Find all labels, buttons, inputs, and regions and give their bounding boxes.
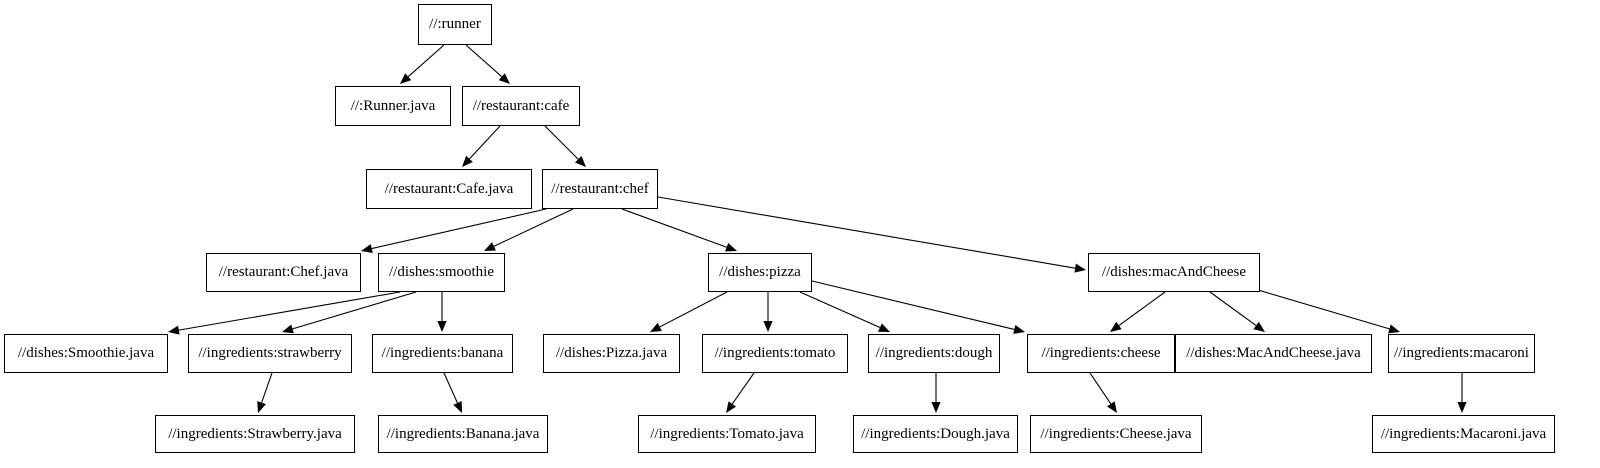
- graph-edge-arrowhead: [931, 402, 941, 413]
- graph-edge: [731, 372, 755, 405]
- graph-edge-arrowhead: [1074, 263, 1086, 273]
- graph-node-runner[interactable]: //:runner: [418, 4, 492, 45]
- graph-node-label: //dishes:Smoothie.java: [17, 345, 155, 361]
- graph-edge: [292, 291, 417, 330]
- graph-node-label: //ingredients:tomato: [714, 345, 836, 361]
- graph-node-label: //dishes:Pizza.java: [555, 345, 668, 361]
- graph-edge: [799, 291, 881, 329]
- graph-node-label: //ingredients:Strawberry.java: [168, 425, 342, 442]
- graph-edge: [261, 372, 273, 403]
- graph-node-banana_java[interactable]: //ingredients:Banana.java: [378, 415, 548, 453]
- graph-edge: [1089, 372, 1112, 405]
- graph-edge: [465, 44, 503, 78]
- graph-edge: [407, 44, 445, 78]
- graph-edge-arrowhead: [361, 244, 373, 254]
- graph-edge-arrowhead: [437, 321, 447, 332]
- graph-node-cheese_java[interactable]: //ingredients:Cheese.java: [1030, 415, 1202, 453]
- graph-node-label: //restaurant:cafe: [472, 97, 570, 114]
- graph-node-macaroni_java[interactable]: //ingredients:Macaroni.java: [1372, 415, 1555, 453]
- graph-edge-arrowhead: [1110, 321, 1122, 332]
- graph-edge-arrowhead: [726, 401, 737, 413]
- graph-edge: [657, 196, 1076, 269]
- graph-edge-arrowhead: [257, 401, 266, 413]
- graph-edge-arrowhead: [725, 242, 737, 252]
- graph-node-strawberry_java[interactable]: //ingredients:Strawberry.java: [155, 415, 355, 453]
- graph-node-chef_java[interactable]: //restaurant:Chef.java: [206, 253, 361, 292]
- graph-edge: [443, 372, 458, 404]
- graph-node-smoothie_java[interactable]: //dishes:Smoothie.java: [4, 334, 168, 373]
- graph-node-label: //ingredients:Banana.java: [386, 425, 540, 442]
- graph-node-label: //ingredients:macaroni: [1394, 345, 1529, 361]
- graph-edge-arrowhead: [1457, 402, 1467, 413]
- graph-node-label: //:runner: [429, 16, 481, 32]
- graph-node-label: //dishes:macAndCheese: [1101, 264, 1247, 280]
- graph-node-tomato_java[interactable]: //ingredients:Tomato.java: [638, 415, 816, 453]
- graph-edge: [469, 125, 501, 160]
- graph-edge-arrowhead: [878, 323, 890, 332]
- graph-edge-arrowhead: [650, 322, 662, 332]
- graph-node-label: //dishes:MacAndCheese.java: [1186, 345, 1361, 361]
- graph-node-label: //:Runner.java: [350, 97, 436, 114]
- graph-node-runner_java[interactable]: //:Runner.java: [335, 86, 451, 126]
- graph-edge: [811, 280, 1015, 330]
- graph-edge: [1209, 291, 1257, 326]
- graph-edge: [621, 208, 727, 248]
- graph-edge-arrowhead: [453, 401, 462, 413]
- graph-edge-arrowhead: [282, 324, 294, 334]
- graph-node-pizza[interactable]: //dishes:pizza: [708, 253, 812, 292]
- graph-edge-arrowhead: [400, 73, 412, 84]
- graph-edge-arrowhead: [484, 242, 496, 251]
- graph-node-cheese[interactable]: //ingredients:cheese: [1027, 334, 1175, 373]
- graph-edge: [493, 208, 574, 247]
- graph-node-cafe_java[interactable]: //restaurant:Cafe.java: [366, 169, 532, 209]
- graph-edge: [1257, 289, 1390, 330]
- graph-edge-arrowhead: [498, 73, 510, 84]
- graph-node-label: //ingredients:dough: [875, 345, 993, 361]
- graph-edge: [1118, 291, 1166, 326]
- graph-node-label: //dishes:smoothie: [389, 264, 494, 280]
- graph-node-label: //dishes:pizza: [719, 264, 801, 280]
- graph-node-dough_java[interactable]: //ingredients:Dough.java: [853, 415, 1018, 453]
- graph-edge: [544, 125, 579, 160]
- graph-edge-arrowhead: [763, 321, 773, 332]
- graph-node-macaroni[interactable]: //ingredients:macaroni: [1388, 334, 1535, 373]
- graph-edge-arrowhead: [462, 155, 473, 167]
- graph-node-chef[interactable]: //restaurant:chef: [542, 169, 658, 209]
- graph-node-label: //ingredients:strawberry: [198, 345, 342, 361]
- graph-node-label: //restaurant:chef: [551, 180, 649, 197]
- graph-edge: [178, 291, 401, 331]
- graph-node-pizza_java[interactable]: //dishes:Pizza.java: [543, 334, 680, 373]
- graph-edge-arrowhead: [168, 325, 180, 335]
- graph-node-label: //ingredients:Tomato.java: [650, 425, 804, 442]
- graph-node-dough[interactable]: //ingredients:dough: [868, 334, 1000, 373]
- graph-node-smoothie[interactable]: //dishes:smoothie: [378, 253, 505, 292]
- graph-edge-arrowhead: [574, 155, 586, 167]
- graph-node-macandcheese[interactable]: //dishes:macAndCheese: [1088, 253, 1260, 292]
- graph-node-label: //ingredients:Dough.java: [861, 425, 1010, 442]
- graph-node-cafe[interactable]: //restaurant:cafe: [462, 86, 580, 126]
- graph-edge: [371, 208, 547, 250]
- graph-edge-arrowhead: [1013, 324, 1025, 334]
- graph-edge-arrowhead: [1253, 321, 1265, 332]
- graph-node-macandcheese_java[interactable]: //dishes:MacAndCheese.java: [1175, 334, 1372, 373]
- graph-node-tomato[interactable]: //ingredients:tomato: [702, 334, 848, 373]
- graph-edge: [659, 291, 728, 328]
- graph-edge-arrowhead: [1388, 324, 1400, 334]
- graph-node-label: //restaurant:Chef.java: [218, 264, 349, 280]
- graph-edge-arrowhead: [1107, 401, 1117, 413]
- graph-node-label: //ingredients:cheese: [1041, 345, 1161, 361]
- graph-node-label: //ingredients:Cheese.java: [1040, 425, 1192, 442]
- graph-node-label: //restaurant:Cafe.java: [384, 180, 514, 197]
- graph-node-label: //ingredients:banana: [381, 345, 504, 361]
- graph-node-banana[interactable]: //ingredients:banana: [372, 334, 513, 373]
- graph-node-strawberry[interactable]: //ingredients:strawberry: [188, 334, 352, 373]
- graph-node-label: //ingredients:Macaroni.java: [1380, 425, 1547, 442]
